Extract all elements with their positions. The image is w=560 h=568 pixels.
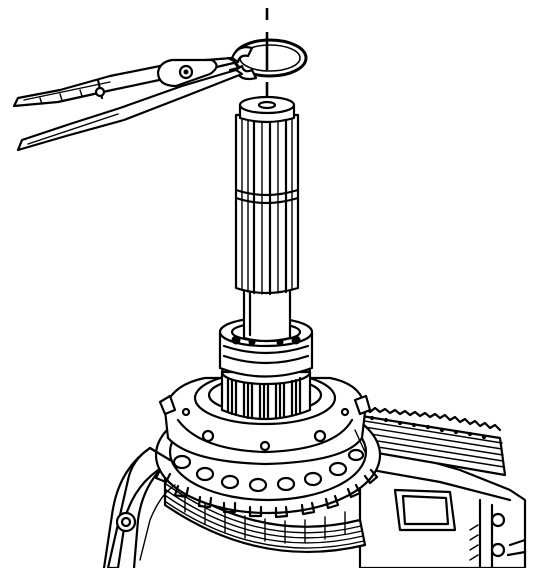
case-detail-lines: [139, 429, 366, 561]
spur-gear: [220, 358, 312, 421]
output-shaft: [234, 95, 300, 343]
snap-ring-pliers: [12, 46, 258, 152]
case-housing: [102, 446, 527, 568]
